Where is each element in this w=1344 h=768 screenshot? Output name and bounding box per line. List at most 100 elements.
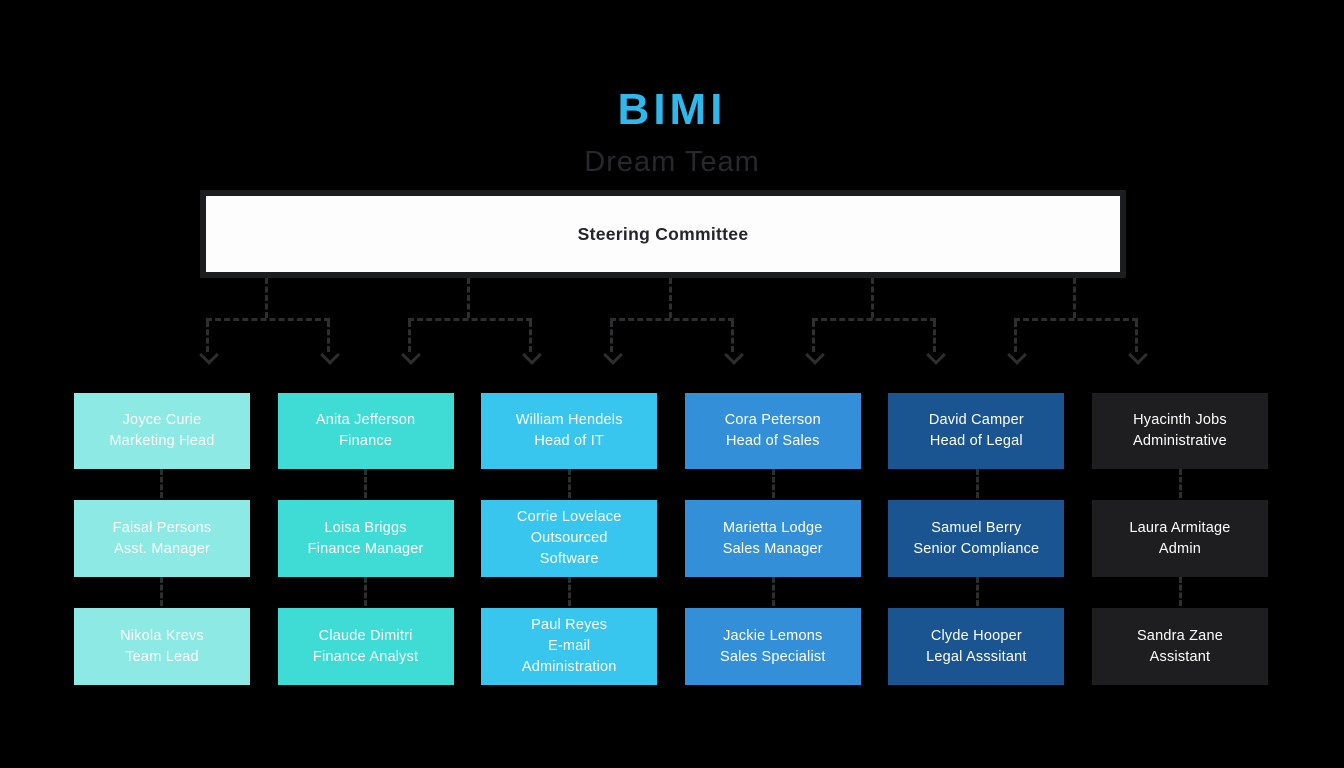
member-role: Administrative (1133, 433, 1227, 449)
member-name: Sandra Zane (1136, 627, 1223, 644)
dashed-line (529, 321, 532, 352)
org-node: Corrie Lovelace Outsourced Software (481, 500, 658, 577)
root-node: Steering Committee (200, 190, 1126, 278)
org-node: Paul Reyes E-mail Administration (481, 608, 658, 685)
member-name: David Camper (928, 412, 1024, 428)
arrow-down-icon (724, 345, 744, 365)
dashed-line (731, 321, 734, 352)
brand-title: BIMI (617, 85, 727, 134)
dashed-line (160, 577, 163, 606)
member-role: E-mail Administration (521, 638, 617, 675)
member-name: Corrie Lovelace (516, 509, 622, 525)
org-node: Jackie Lemons Sales Specialist (684, 608, 861, 685)
member-role: Sales Manager (722, 540, 823, 557)
org-node: Anita Jefferson Finance (277, 393, 454, 469)
dashed-line (933, 321, 936, 352)
member-role: Admin (1158, 540, 1202, 557)
member-role: Sales Specialist (720, 648, 826, 665)
org-node: Loisa Briggs Finance Manager (277, 500, 454, 577)
dashed-line (812, 321, 815, 352)
member-name: Joyce Curie (122, 412, 202, 428)
org-node: Claude Dimitri Finance Analyst (277, 608, 454, 685)
arrow-down-icon (1007, 345, 1027, 365)
dashed-line (467, 278, 470, 318)
member-role: Assistant (1149, 648, 1211, 665)
org-node: Hyacinth Jobs Administrative (1091, 393, 1268, 469)
dashed-line (1014, 321, 1017, 352)
org-node: Faisal Persons Asst. Manager (74, 500, 250, 577)
org-node: William Hendels Head of IT (481, 393, 658, 469)
member-name: Claude Dimitri (318, 627, 413, 644)
member-role: Senior Compliance (913, 540, 1040, 557)
member-name: Jackie Lemons (723, 627, 823, 644)
arrow-down-icon (401, 345, 421, 365)
dashed-line (568, 469, 571, 498)
org-node: Joyce Curie Marketing Head (74, 393, 250, 469)
org-node: Nikola Krevs Team Lead (74, 608, 250, 685)
org-node: David Camper Head of Legal (888, 393, 1065, 469)
dashed-line (364, 469, 367, 498)
arrow-down-icon (805, 345, 825, 365)
member-name: Clyde Hooper (930, 627, 1022, 644)
member-name: Faisal Persons (112, 519, 212, 536)
member-role: Head of Legal (929, 433, 1023, 449)
dashed-line (976, 469, 979, 498)
member-name: Loisa Briggs (324, 519, 407, 536)
member-name: Nikola Krevs (120, 627, 204, 644)
dashed-tee-connector (603, 278, 744, 370)
member-role: Outsourced Software (530, 530, 608, 567)
dashed-line (669, 278, 672, 318)
arrow-down-icon (1128, 345, 1148, 365)
dashed-line (610, 318, 734, 321)
dashed-line (568, 577, 571, 606)
chart-subtitle: Dream Team (584, 146, 760, 178)
dashed-line (1179, 577, 1182, 606)
member-role: Head of Sales (725, 433, 820, 449)
dashed-line (206, 318, 330, 321)
dashed-line (610, 321, 613, 352)
member-role: Asst. Manager (113, 540, 211, 557)
arrow-down-icon (199, 345, 219, 365)
dashed-tee-connector (401, 278, 542, 370)
arrow-down-icon (522, 345, 542, 365)
org-node: Cora Peterson Head of Sales (684, 393, 861, 469)
member-role: Finance Analyst (312, 648, 419, 665)
member-role: Finance (339, 433, 393, 449)
org-node: Samuel Berry Senior Compliance (888, 500, 1065, 577)
root-node-label: Steering Committee (577, 223, 749, 244)
org-grid: Joyce Curie Marketing Head Anita Jeffers… (74, 393, 1268, 685)
member-name: Laura Armitage (1129, 519, 1231, 536)
dashed-line (812, 318, 936, 321)
org-node: Laura Armitage Admin (1091, 500, 1268, 577)
member-role: Head of IT (534, 433, 605, 449)
member-name: William Hendels (515, 412, 623, 428)
dashed-line (408, 321, 411, 352)
member-name: Paul Reyes (531, 617, 608, 633)
dashed-line (772, 577, 775, 606)
member-role: Marketing Head (109, 433, 215, 449)
dashed-tee-connector (199, 278, 340, 370)
dashed-line (772, 469, 775, 498)
dashed-line (871, 278, 874, 318)
member-name: Marietta Lodge (723, 519, 823, 536)
member-role: Team Lead (125, 648, 199, 665)
org-node: Clyde Hooper Legal Asssitant (888, 608, 1065, 685)
dashed-line (265, 278, 268, 318)
dashed-line (1073, 278, 1076, 318)
member-role: Legal Asssitant (926, 648, 1027, 665)
member-name: Cora Peterson (724, 412, 821, 428)
org-node: Marietta Lodge Sales Manager (684, 500, 861, 577)
dashed-tee-connector (805, 278, 946, 370)
member-role: Finance Manager (307, 540, 424, 557)
dashed-line (1135, 321, 1138, 352)
dashed-line (1014, 318, 1138, 321)
member-name: Anita Jefferson (315, 412, 416, 428)
arrow-down-icon (926, 345, 946, 365)
dashed-line (160, 469, 163, 498)
member-name: Hyacinth Jobs (1133, 412, 1227, 428)
dashed-line (1179, 469, 1182, 498)
arrow-down-icon (320, 345, 340, 365)
org-node: Sandra Zane Assistant (1091, 608, 1268, 685)
dashed-line (364, 577, 367, 606)
